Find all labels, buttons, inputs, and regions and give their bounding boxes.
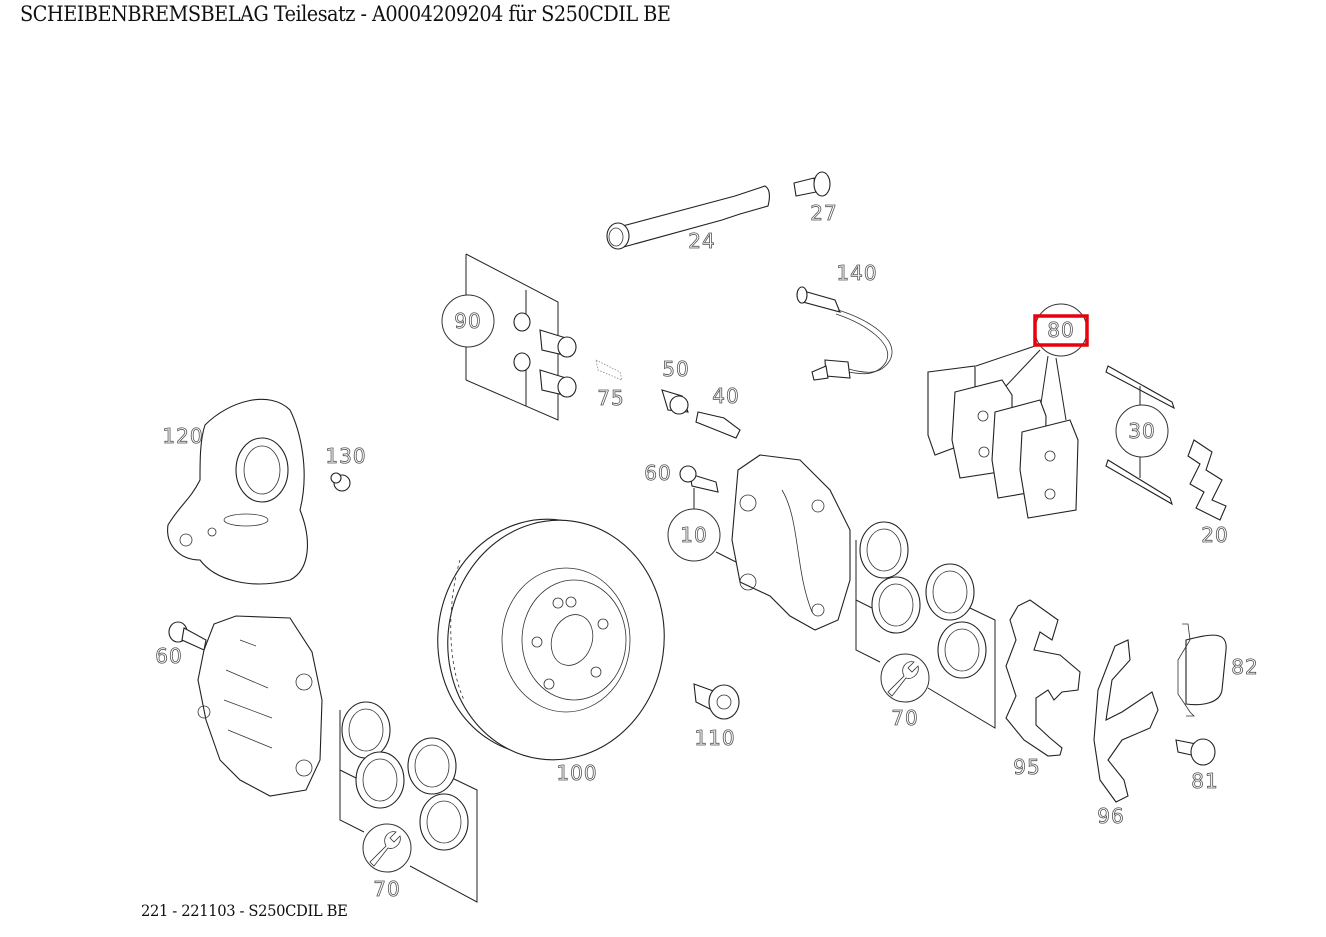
part-80-brake-pads[interactable]	[927, 344, 1079, 519]
callout-label-70a[interactable]: 70	[891, 706, 918, 731]
callout-label-40[interactable]: 40	[712, 384, 739, 409]
callout-label-60a[interactable]: 60	[644, 461, 671, 486]
part-70-seal-kit-upper[interactable]	[855, 521, 996, 729]
callout-circle-10	[667, 508, 721, 562]
part-50-dust-cap[interactable]	[661, 389, 689, 415]
part-110-screw[interactable]	[693, 683, 740, 720]
callout-label-130[interactable]: 130	[325, 444, 366, 469]
selected-part-highlight	[1033, 314, 1089, 347]
model-code-footer: 221 - 221103 - S250CDIL BE	[141, 901, 348, 920]
part-20-spring-clip[interactable]	[1187, 439, 1227, 521]
callout-label-27[interactable]: 27	[810, 201, 837, 226]
callout-label-95[interactable]: 95	[1013, 755, 1040, 780]
part-140-wear-sensor[interactable]	[796, 286, 893, 381]
callout-label-70b[interactable]: 70	[373, 877, 400, 902]
part-90-bushing-set[interactable]	[465, 253, 577, 421]
callout-label-60b[interactable]: 60	[155, 644, 182, 669]
callout-label-24[interactable]: 24	[688, 229, 715, 254]
part-96-spring[interactable]	[1093, 639, 1159, 803]
wrench-icon	[362, 823, 412, 873]
wrench-icon	[880, 653, 930, 703]
part-27-bolt[interactable]	[793, 171, 831, 197]
part-30-guide-pins[interactable]	[1105, 365, 1175, 506]
part-40-bleed-valve[interactable]	[695, 411, 741, 439]
callout-label-96[interactable]: 96	[1097, 804, 1124, 829]
part-24-guide-pin[interactable]	[606, 185, 771, 250]
part-100-brake-disc[interactable]	[423, 505, 680, 773]
part-81-screw[interactable]	[1175, 738, 1216, 766]
callout-label-80[interactable]: 80	[1047, 318, 1074, 343]
callout-label-10[interactable]: 10	[680, 523, 707, 548]
callout-labels: 24 27 140 90 75 50 40 80 30 20 120 130 60 10 60 100 110 7…	[155, 201, 1258, 902]
part-75-grease[interactable]	[595, 359, 623, 381]
callout-circle-90	[441, 294, 495, 348]
callout-label-140[interactable]: 140	[836, 261, 877, 286]
callout-label-110[interactable]: 110	[694, 726, 735, 751]
callout-label-20[interactable]: 20	[1201, 523, 1228, 548]
callout-label-82[interactable]: 82	[1231, 655, 1258, 680]
callout-circle-30	[1115, 404, 1169, 458]
callout-label-30[interactable]: 30	[1128, 419, 1155, 444]
part-60-bolt-upper[interactable]	[679, 465, 719, 512]
part-95-bracket[interactable]	[1005, 599, 1081, 757]
page-title: SCHEIBENBREMSBELAG Teilesatz - A00042092…	[20, 2, 671, 26]
callout-label-75[interactable]: 75	[597, 386, 624, 411]
callout-label-81[interactable]: 81	[1191, 769, 1218, 794]
part-120-dust-shield[interactable]	[167, 398, 308, 585]
part-10-brake-caliper[interactable]	[715, 454, 851, 631]
callout-label-90[interactable]: 90	[454, 309, 481, 334]
brake-caliper-lower[interactable]	[197, 615, 323, 797]
part-82-pad[interactable]	[1177, 623, 1227, 717]
part-130-bolt[interactable]	[330, 472, 351, 492]
callout-label-50[interactable]: 50	[662, 357, 689, 382]
part-70-seal-kit-lower[interactable]	[339, 701, 478, 903]
callout-label-100[interactable]: 100	[556, 761, 597, 786]
callout-label-120[interactable]: 120	[162, 424, 203, 449]
